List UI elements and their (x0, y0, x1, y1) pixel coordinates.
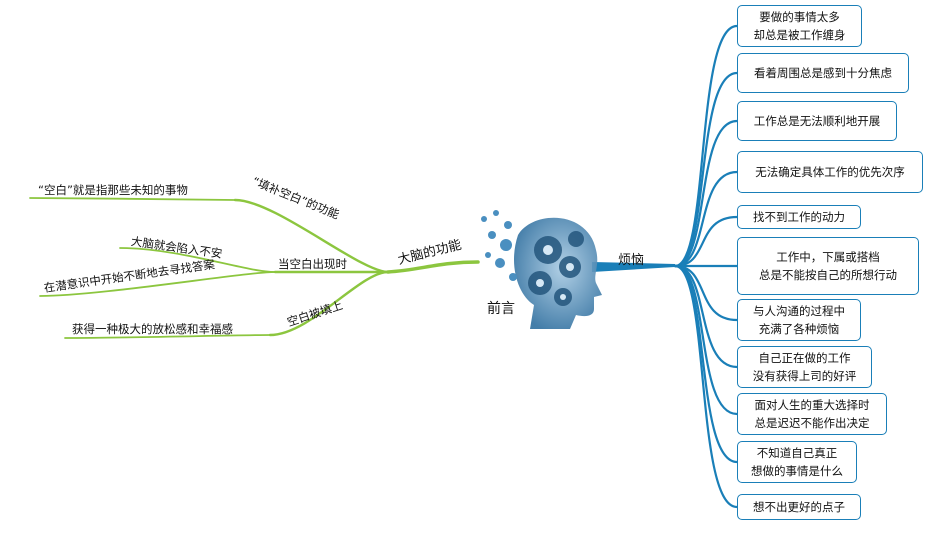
trouble-item-box: 不知道自己真正想做的事情是什么 (737, 441, 857, 483)
trouble-item-text: 无法确定具体工作的优先次序 (755, 165, 905, 179)
trouble-connector (673, 119, 739, 268)
detail-connector (39, 271, 276, 297)
detail-label: “空白”就是指那些未知的事物 (38, 183, 188, 197)
trouble-connector (673, 264, 739, 509)
trouble-item-text: 想不出更好的点子 (753, 500, 845, 514)
center-topic-label: 前言 (487, 301, 515, 317)
detail-label: 获得一种极大的放松感和幸福感 (72, 322, 233, 336)
function-connector (268, 270, 390, 337)
trouble-connector (673, 264, 739, 416)
trouble-item-text: 面对人生的重大选择时 (754, 398, 870, 412)
trouble-item-text: 总是不能按自己的所想行动 (759, 268, 897, 282)
trouble-item-text: 工作总是无法顺利地开展 (753, 114, 881, 128)
trouble-connector (673, 24, 739, 268)
trouble-connector (673, 170, 739, 268)
right-main-branch (592, 262, 675, 272)
trouble-item-box: 无法确定具体工作的优先次序 (737, 151, 923, 193)
trouble-connector (673, 215, 739, 268)
trouble-item-text: 想做的事情是什么 (751, 464, 843, 478)
trouble-item-box: 工作总是无法顺利地开展 (737, 101, 897, 141)
trouble-item-box: 看着周围总是感到十分焦虑 (737, 53, 909, 93)
trouble-item-box: 想不出更好的点子 (737, 494, 861, 520)
left-main-branch (386, 260, 480, 274)
brain-gears-icon (481, 210, 602, 329)
detail-connector (29, 197, 236, 201)
trouble-item-text: 要做的事情太多 (759, 10, 840, 24)
detail-connector (64, 334, 271, 339)
trouble-item-text: 自己正在做的工作 (758, 351, 851, 365)
function-label: 当空白出现时 (278, 257, 347, 271)
trouble-item-box: 自己正在做的工作没有获得上司的好评 (737, 346, 872, 388)
trouble-item-box: 要做的事情太多却总是被工作缠身 (737, 5, 862, 47)
trouble-item-box: 面对人生的重大选择时总是迟迟不能作出决定 (737, 393, 887, 435)
trouble-item-text: 没有获得上司的好评 (752, 369, 857, 383)
trouble-item-text: 不知道自己真正 (756, 446, 838, 460)
trouble-connector (673, 71, 739, 268)
trouble-item-text: 总是迟迟不能作出决定 (754, 416, 870, 430)
trouble-item-box: 找不到工作的动力 (737, 205, 861, 229)
trouble-item-box: 工作中，下属或搭档总是不能按自己的所想行动 (737, 237, 919, 295)
trouble-item-text: 与人沟通的过程中 (753, 304, 845, 318)
trouble-item-text: 看着周围总是感到十分焦虑 (754, 66, 892, 80)
trouble-item-text: 工作中，下属或搭档 (776, 250, 880, 264)
function-connector (233, 198, 390, 274)
right-branch-label: 烦恼 (618, 253, 645, 268)
trouble-item-text: 却总是被工作缠身 (753, 28, 846, 42)
trouble-item-text: 找不到工作的动力 (753, 210, 845, 224)
trouble-item-box: 与人沟通的过程中充满了各种烦恼 (737, 299, 861, 341)
trouble-item-text: 充满了各种烦恼 (758, 322, 840, 336)
detail-connector (119, 247, 276, 273)
